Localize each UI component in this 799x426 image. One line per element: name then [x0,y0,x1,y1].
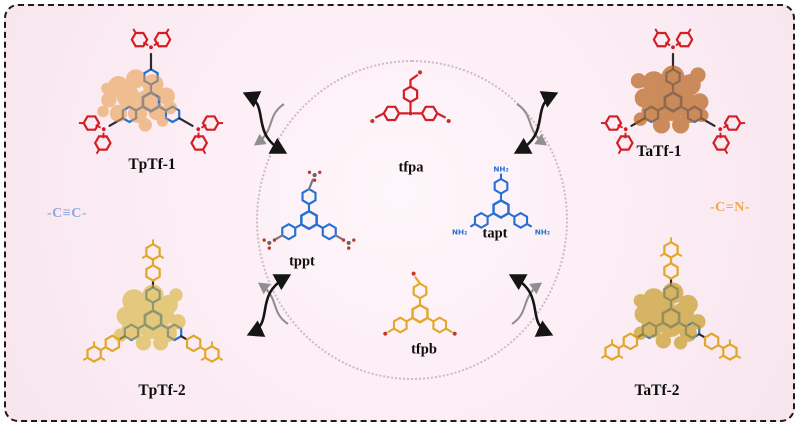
tatf2-structure [580,222,762,409]
tptf2-structure [62,224,244,411]
amine-label: NH₂ [493,165,508,174]
phosphonate-group [307,170,322,182]
exchange-arrow-bottom-right [492,264,564,347]
particle-cluster [633,282,706,350]
aryl-endgroup [716,338,746,368]
molecule-tapt: NH₂ NH₂ NH₂ [448,158,554,265]
monomer-circle [256,60,568,380]
label-tfpb: tfpb [411,341,437,358]
exchange-arrow-bottom-left [236,264,308,347]
phosphonate-group [341,238,356,250]
label-linkage-imine: -C=N- [709,200,751,215]
amine-label: NH₂ [452,228,467,237]
molecule-tfpb [367,259,473,366]
molecule-tptf2 [62,224,244,416]
triazine-core [488,197,514,221]
amine-label: NH₂ [535,228,550,237]
label-tapt: tapt [482,225,508,242]
tapt-structure: NH₂ NH₂ NH₂ [452,165,550,237]
black-exchange-arrow [513,91,559,154]
triarylamine-endgroup [180,104,231,164]
triazine-core [296,207,322,233]
tptf1-structure [60,6,242,193]
exchange-arrow-top-right [497,86,569,169]
aldehyde-oxygen [382,330,389,337]
molecule-tfpa [358,58,463,170]
particle-cluster [630,65,709,134]
label-tptf1: TpTf-1 [128,156,176,173]
tppt-structure [262,170,356,250]
black-exchange-arrow [242,91,288,154]
aryl-endgroup [660,237,682,259]
label-tatf1: TaTf-1 [636,143,682,160]
tfpa-structure [370,70,451,124]
triarylamine-endgroup [125,24,178,53]
label-tppt: tppt [289,253,315,270]
benzene-core [407,301,433,326]
molecule-tatf1 [582,6,764,198]
label-linkage-alkyne: -C≡C- [46,206,88,221]
label-tptf2: TpTf-2 [138,382,186,399]
molecule-tppt [251,162,367,283]
nitrogen-center [408,111,413,116]
triarylamine-endgroup [702,104,753,164]
aldehyde-oxygen [370,118,375,124]
black-exchange-arrow [508,274,554,337]
aldehyde-oxygen [411,271,416,276]
particle-cluster [113,284,186,351]
aryl-endgroup [142,239,164,261]
phosphonate-group [262,238,277,250]
black-exchange-arrow [246,274,292,337]
molecule-tptf1 [60,6,242,198]
molecule-tatf2 [580,222,762,414]
aldehyde-oxygen [446,118,451,124]
aldehyde-oxygen [451,330,458,337]
aryl-endgroup [78,340,108,370]
label-tatf2: TaTf-2 [634,382,680,399]
aldehyde-oxygen [417,70,423,75]
tatf1-structure [582,6,764,193]
aryl-endgroup [198,340,228,370]
label-tfpa: tfpa [398,159,424,176]
aryl-endgroup [596,338,626,368]
triarylamine-endgroup [647,24,700,53]
particle-cluster [97,69,177,132]
tfpb-structure [382,271,458,337]
exchange-arrow-top-left [232,86,304,169]
